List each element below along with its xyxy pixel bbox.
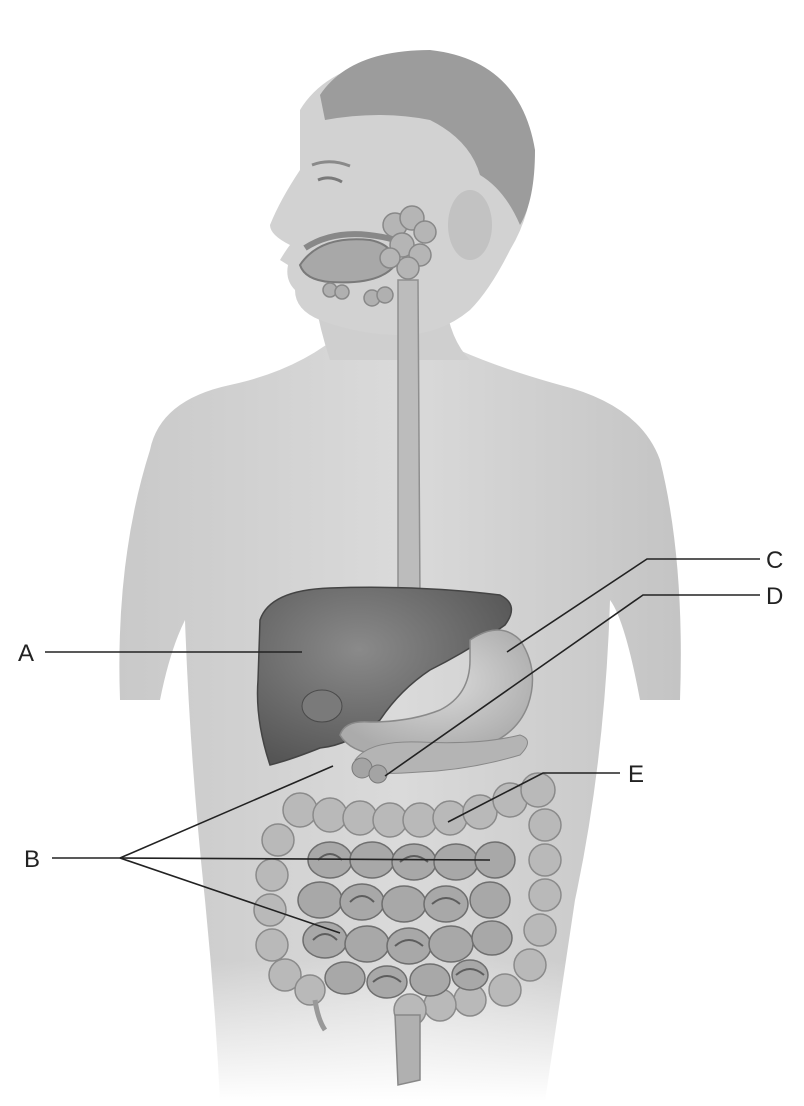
parotid-gland [379, 205, 437, 280]
brow-shape [311, 160, 351, 168]
label-d: D [766, 583, 783, 610]
pancreas-shape [354, 734, 528, 774]
leader-line-c [506, 558, 760, 653]
label-a: A [18, 640, 34, 667]
hair-shape [320, 50, 535, 225]
appendix-shape [312, 999, 328, 1032]
leader-lines [45, 558, 760, 934]
leader-line-e [447, 772, 620, 823]
leader-line-b-upper [119, 765, 334, 859]
ear-shape [448, 190, 492, 260]
label-e: E [628, 761, 644, 788]
esophagus-shape [397, 279, 421, 601]
duodenum-lobules [351, 757, 388, 784]
leader-line-b-middle [119, 857, 491, 861]
eye-shape [317, 176, 343, 184]
label-b: B [24, 846, 40, 873]
leader-line-d [384, 594, 760, 777]
sublingual-glands [322, 282, 394, 307]
palate-shape [303, 231, 396, 251]
rectum-shape [394, 1014, 421, 1086]
gallbladder-shape [301, 689, 343, 723]
digestive-organs [253, 205, 562, 1086]
colon-shape [253, 772, 562, 1027]
label-c: C [766, 547, 783, 574]
leader-line-b-lower [119, 857, 341, 934]
